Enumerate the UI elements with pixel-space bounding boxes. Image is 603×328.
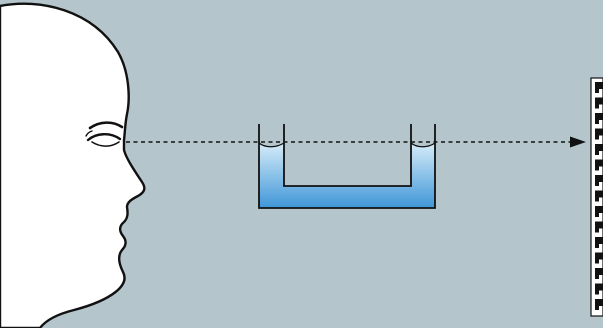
u-tube-vessel	[258, 124, 436, 209]
ruler-mark	[595, 237, 603, 248]
vessel-outer-wall	[258, 124, 436, 209]
ruler-mark	[595, 283, 603, 295]
liquid-fill	[259, 143, 435, 208]
ruler-mark	[595, 268, 603, 279]
ruler-mark	[595, 175, 603, 186]
ruler-mark	[595, 206, 603, 217]
target-scale-ruler	[590, 77, 603, 317]
ruler-mark	[595, 97, 603, 109]
ruler-mark	[595, 221, 603, 233]
ruler-mark	[595, 190, 603, 202]
head-profile-outline	[0, 2, 146, 328]
viewer-head-icon	[0, 2, 146, 328]
vessel-inner-wall	[283, 124, 412, 187]
ruler-mark	[595, 128, 603, 140]
ruler-mark	[595, 82, 603, 93]
ruler-mark	[595, 144, 603, 155]
ruler-mark	[595, 252, 603, 264]
ruler-mark	[595, 113, 603, 124]
eye-icon	[85, 121, 124, 147]
ruler-mark	[595, 299, 603, 310]
arrow-head-icon	[570, 136, 586, 148]
left-meniscus	[258, 142, 285, 148]
ruler-mark	[595, 159, 603, 171]
right-meniscus	[410, 142, 436, 148]
line-of-sight-arrow	[126, 136, 586, 148]
